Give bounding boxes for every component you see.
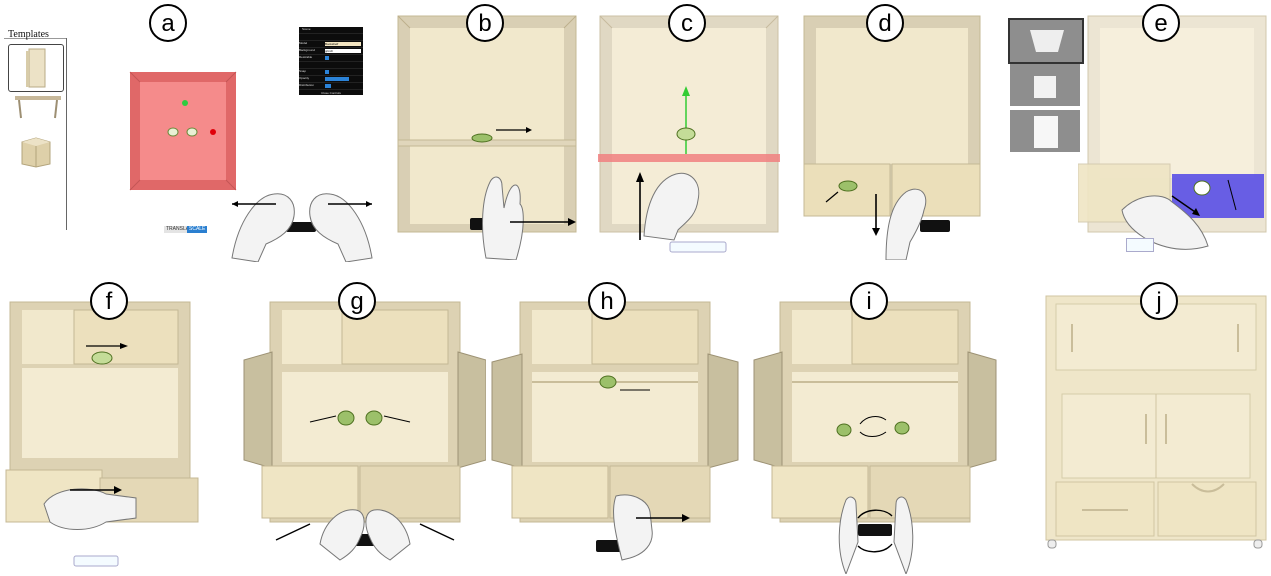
hand-swipe-gesture [466,168,582,260]
two-hands-pinch-gesture [222,180,382,262]
menu-distribution-label: Distribution [299,83,314,87]
cabinet-j[interactable] [1042,294,1270,554]
sidebar-border [66,38,67,230]
panel-label-c: c [668,4,706,42]
panel-label-e: e [1142,4,1180,42]
settings-menu[interactable]: Scene Model Bookshelf Background grinch … [299,27,363,95]
panel-d: d [800,0,990,260]
close-controls-button[interactable]: Close Controls [299,90,363,95]
menu-item-opacity[interactable]: Opacity [299,76,363,83]
checkbox-icon[interactable] [325,70,329,74]
panel-label-j: j [1140,282,1178,320]
hand-grab-rail-gesture [592,490,702,576]
menu-resizable-label: Resizable [299,55,312,59]
menu-snap-label: Snap [299,69,306,73]
panel-e: e [1000,0,1271,260]
panel-i: i [748,282,1008,576]
panel-label-a: a [149,4,187,42]
menu-item-distribution[interactable]: Distribution [299,83,363,90]
table-template-icon[interactable] [10,92,66,122]
hand-lift-gesture [626,160,746,256]
panel-f: f [0,282,210,576]
panel-c: c [596,0,786,260]
menu-background-field[interactable]: grinch [325,49,361,53]
cabinet-g[interactable] [242,300,486,532]
menu-item-resizable[interactable]: Resizable [299,55,363,62]
cabinet-preview-icon [1010,64,1080,106]
preview-thumb-3[interactable] [1010,110,1080,152]
menu-item-blank-2[interactable] [299,62,363,69]
templates-title: Templates [8,29,49,40]
panel-j: j [1036,282,1271,576]
scale-button[interactable]: SCALE [187,226,207,233]
distribution-slider[interactable] [325,84,331,88]
menu-item-snap[interactable]: Snap [299,69,363,76]
bookshelf-template-icon [9,45,63,91]
opacity-slider[interactable] [325,77,349,81]
checkbox-icon[interactable] [325,56,329,60]
red-bookshelf-selection[interactable] [128,70,238,192]
panel-b: b [396,0,586,260]
cabinet-preview-icon [1010,20,1082,62]
device-sensor [1126,238,1154,252]
panel-g: g [236,282,492,576]
box-template-icon[interactable] [18,134,54,168]
panel-label-h: h [588,282,626,320]
panel-label-g: g [338,282,376,320]
menu-model-field[interactable]: Bookshelf [325,42,361,46]
menu-background-label: Background [299,48,315,52]
panel-a: Templates a Scene Model Bookshelf [0,0,390,260]
panel-label-b: b [466,4,504,42]
preview-thumb-1[interactable] [1008,18,1084,64]
panel-h: h [486,282,746,576]
panel-label-i: i [850,282,888,320]
template-bookshelf[interactable] [8,44,64,92]
hand-slide-gesture [40,476,144,572]
menu-item-blank[interactable] [299,34,363,41]
menu-item-model[interactable]: Model Bookshelf [299,41,363,48]
menu-model-label: Model [299,41,307,45]
panel-label-f: f [90,282,128,320]
menu-item-background[interactable]: Background grinch [299,48,363,55]
two-hands-rotate-gesture [828,490,924,574]
two-hands-spread-gesture [270,504,460,576]
preview-thumb-2[interactable] [1010,64,1080,106]
cabinet-preview-icon [1010,110,1080,152]
hand-pull-drawer-gesture [866,180,976,260]
panel-label-d: d [866,4,904,42]
menu-item-scene[interactable]: Scene [299,27,363,34]
menu-opacity-label: Opacity [299,76,309,80]
